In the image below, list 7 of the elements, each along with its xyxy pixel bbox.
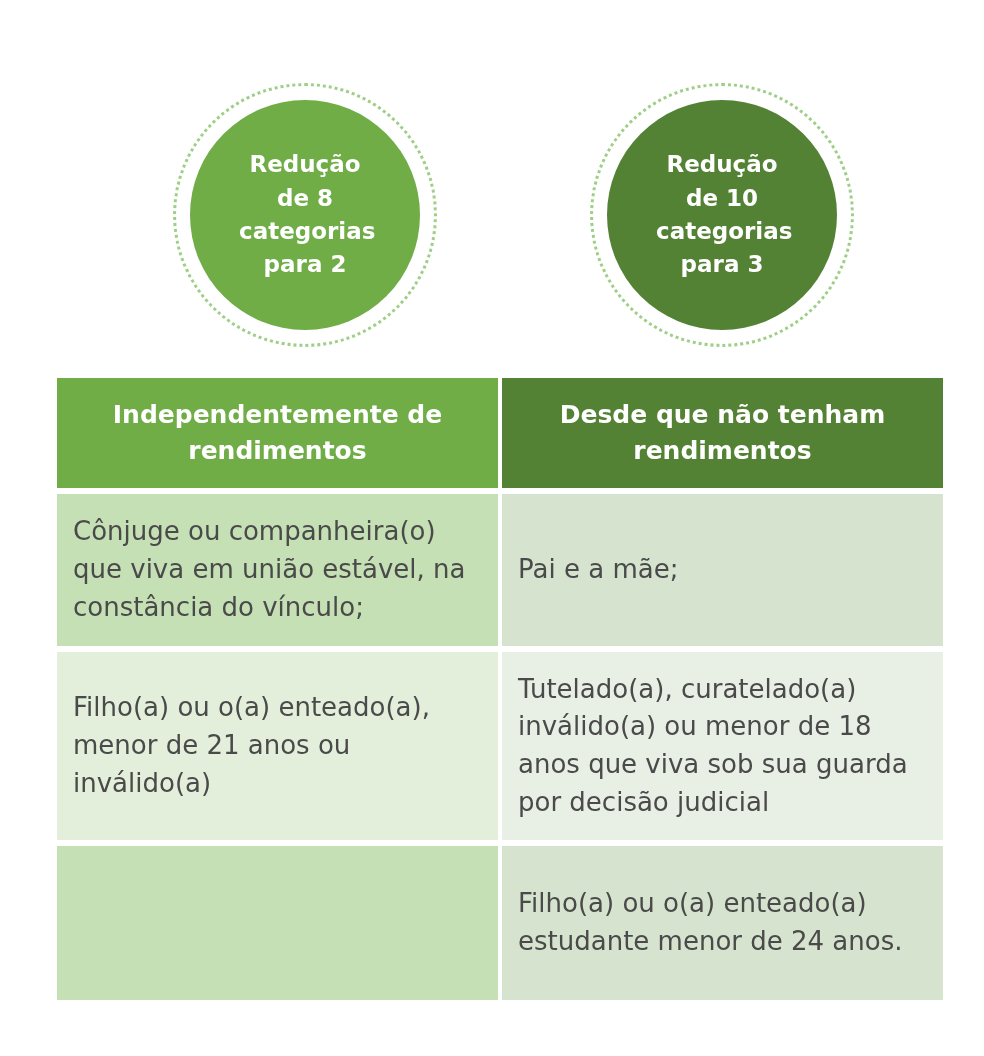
column-header: Desde que não tenham rendimentos — [502, 378, 943, 488]
table-cell: Tutelado(a), curatelado(a) inválido(a) ou menor de 18 anos que viva sob sua guarda por decisão judicial — [502, 652, 943, 840]
table-cell: Filho(a) ou o(a) enteado(a), menor de 21 anos ou inválido(a) — [57, 652, 498, 840]
table-cell: Filho(a) ou o(a) enteado(a) estudante menor de 24 anos. — [502, 846, 943, 1000]
table-cell: Pai e a mãe; — [502, 494, 943, 646]
column-header: Independentemente de rendimentos — [57, 378, 498, 488]
table-cell: Cônjuge ou companheira(o) que viva em união estável, na constância do vínculo; — [57, 494, 498, 646]
